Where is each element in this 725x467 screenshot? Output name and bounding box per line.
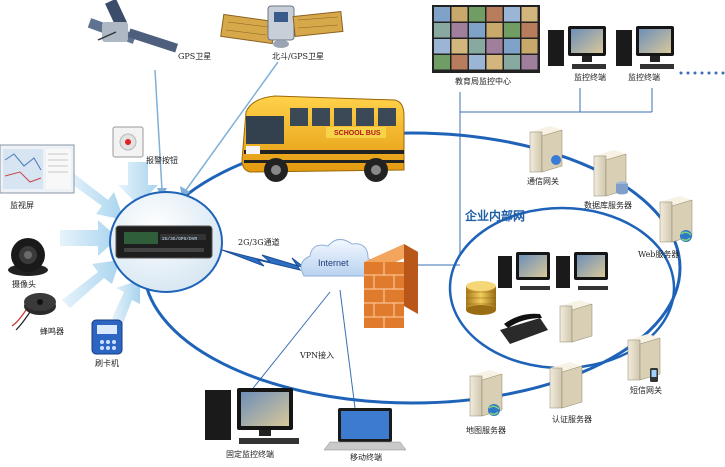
beidou-satellite-label: 北斗/GPS卫星: [272, 52, 324, 61]
mobile-terminal-label: 移动终端: [350, 453, 382, 462]
coin-stack-icon: [466, 281, 496, 315]
dotted-extension: [679, 71, 725, 75]
video-tile: [451, 55, 468, 70]
screen-label: 监视屏: [10, 201, 34, 210]
monitor-terminal-label-2: 监控终端: [628, 73, 660, 82]
video-tile: [451, 7, 468, 22]
video-tile: [504, 39, 520, 54]
video-wall-icon: [432, 5, 540, 73]
buzzer-label: 蜂鸣器: [40, 327, 64, 336]
video-tile: [521, 7, 538, 22]
globe-icon: [488, 404, 500, 416]
video-tile: [486, 23, 503, 38]
auth-server-label: 认证服务器: [552, 415, 592, 424]
lightning-icon: [221, 249, 306, 271]
server-icon: [549, 362, 583, 409]
alarm-button-icon: [112, 126, 144, 158]
input-arrows: [60, 162, 158, 326]
video-tile: [434, 23, 450, 38]
fixed-terminal-label: 固定监控终端: [226, 450, 274, 459]
laptop-icon: [323, 408, 407, 451]
satellite-icon: [220, 5, 344, 48]
card-reader-icon: [91, 319, 123, 355]
enterprise-network-title: 企业内部网: [465, 209, 526, 223]
sms-gateway-label: 短信网关: [630, 386, 662, 395]
school-bus-icon: [241, 95, 405, 182]
phone-icon: [650, 368, 658, 382]
connector-lines: [249, 88, 653, 409]
desktop-pc-icon: [498, 252, 550, 290]
gateway-label: 通信网关: [527, 177, 559, 186]
map-server-label: 地图服务器: [466, 426, 506, 435]
video-tile: [469, 23, 485, 38]
server-icon: [559, 300, 593, 343]
db-server-label: 数据库服务器: [584, 201, 632, 210]
internet-label: Internet: [318, 258, 349, 268]
globe-icon: [680, 230, 692, 242]
gps-satellite-label: GPS卫星: [178, 52, 212, 61]
buzzer-icon: [11, 293, 56, 331]
video-tile: [434, 7, 450, 22]
wireless-link-label: 2G/3G通道: [238, 238, 280, 247]
server-icon: [529, 126, 563, 173]
database-icon: [616, 181, 628, 195]
vehicle-terminal-icon: [115, 225, 213, 259]
video-tile: [521, 55, 538, 70]
monitor-center-label: 教育局监控中心: [455, 77, 511, 86]
desktop-pc-icon: [205, 388, 299, 444]
video-tile: [451, 39, 468, 54]
camera-label: 摄像头: [12, 280, 36, 289]
satellite-icon: [87, 0, 179, 53]
monitor-screen-icon: [0, 144, 75, 194]
video-tile: [504, 55, 520, 70]
video-tile: [469, 39, 485, 54]
video-tile: [434, 39, 450, 54]
monitor-terminal-label-1: 监控终端: [574, 73, 606, 82]
video-tile: [486, 7, 503, 22]
video-tile: [486, 55, 503, 70]
video-tile: [521, 39, 538, 54]
device-panel-text: 2G/3G/GPS/DVR: [162, 236, 197, 242]
camera-icon: [8, 238, 48, 276]
video-tile: [451, 23, 468, 38]
alarm-button-label: 报警按钮: [146, 156, 178, 165]
card-reader-label: 刷卡机: [95, 359, 119, 368]
desktop-pc-icon: [548, 26, 606, 69]
firewall-icon: [364, 244, 418, 328]
vpn-label: VPN接入: [300, 351, 335, 360]
video-tile: [486, 39, 503, 54]
video-tile: [469, 55, 485, 70]
video-tile: [434, 55, 450, 70]
web-server-label: Web服务器: [638, 250, 680, 259]
desktop-pc-icon: [556, 252, 608, 290]
telephone-icon: [500, 313, 548, 344]
video-tile: [504, 7, 520, 22]
video-tile: [504, 23, 520, 38]
video-tile: [469, 7, 485, 22]
video-tile: [521, 23, 538, 38]
bus-sign: SCHOOL BUS: [334, 130, 381, 137]
desktop-pc-icon: [616, 26, 674, 69]
